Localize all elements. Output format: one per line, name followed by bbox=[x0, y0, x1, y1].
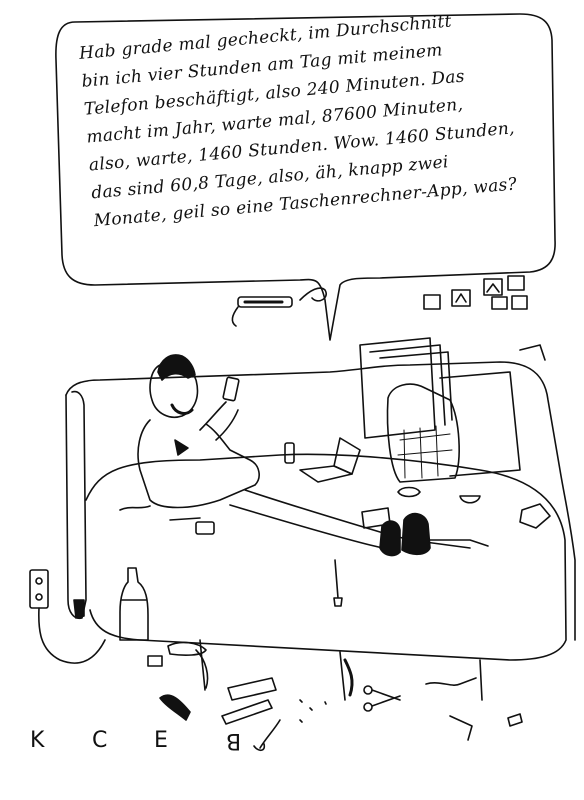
signature-letter: E bbox=[154, 728, 168, 753]
person-foot bbox=[401, 512, 431, 556]
signature-letter: K bbox=[30, 728, 45, 753]
tool bbox=[227, 677, 277, 701]
signature-letter: B bbox=[226, 728, 242, 753]
wall-picture bbox=[491, 296, 508, 310]
person-foot bbox=[379, 520, 401, 557]
floor-crumbs bbox=[299, 699, 327, 723]
sofa-stain bbox=[119, 505, 201, 521]
wall-picture bbox=[507, 275, 525, 291]
wallet bbox=[195, 521, 215, 535]
cup bbox=[284, 442, 295, 464]
bowl bbox=[459, 495, 481, 504]
sofa-armrest bbox=[65, 390, 87, 620]
speech-bubble-text: Hab grade mal gecheckt, im Durchschnitt … bbox=[78, 0, 553, 235]
wall-picture bbox=[451, 289, 471, 307]
backpack bbox=[386, 383, 460, 483]
paper bbox=[361, 507, 391, 529]
person-arm bbox=[199, 401, 227, 431]
speech-bubble-outline bbox=[55, 13, 556, 341]
socket-cable bbox=[37, 607, 106, 664]
sofa-backrest bbox=[65, 361, 576, 641]
charger-plug bbox=[333, 559, 343, 607]
person-beard bbox=[170, 403, 194, 415]
usb-cable bbox=[425, 677, 477, 686]
monitor bbox=[439, 371, 521, 477]
crumpled-paper bbox=[519, 503, 551, 529]
wall-router bbox=[237, 296, 293, 308]
person-hair bbox=[157, 354, 196, 381]
wall-picture bbox=[483, 278, 503, 296]
cable-loop bbox=[449, 715, 473, 741]
scissors bbox=[371, 689, 401, 707]
sofa-seat bbox=[85, 453, 567, 661]
slipper bbox=[195, 649, 209, 689]
person-legs bbox=[244, 489, 471, 549]
wall-picture bbox=[511, 295, 528, 310]
sock bbox=[159, 694, 191, 721]
wrench bbox=[259, 719, 281, 749]
artist-signature: K C E B bbox=[30, 728, 260, 768]
wall-socket bbox=[29, 569, 49, 609]
charger-cable bbox=[299, 287, 327, 302]
signature-letter: C bbox=[92, 728, 108, 753]
laptop-base bbox=[299, 465, 353, 483]
smartphone bbox=[222, 376, 240, 402]
battery bbox=[507, 713, 523, 727]
box bbox=[147, 655, 163, 667]
person-body bbox=[137, 419, 260, 509]
folder-stack bbox=[359, 337, 436, 439]
shoe bbox=[167, 641, 207, 656]
bottle bbox=[119, 567, 149, 641]
wall-picture bbox=[423, 294, 441, 310]
plate bbox=[397, 486, 421, 498]
remote-control bbox=[221, 699, 273, 725]
